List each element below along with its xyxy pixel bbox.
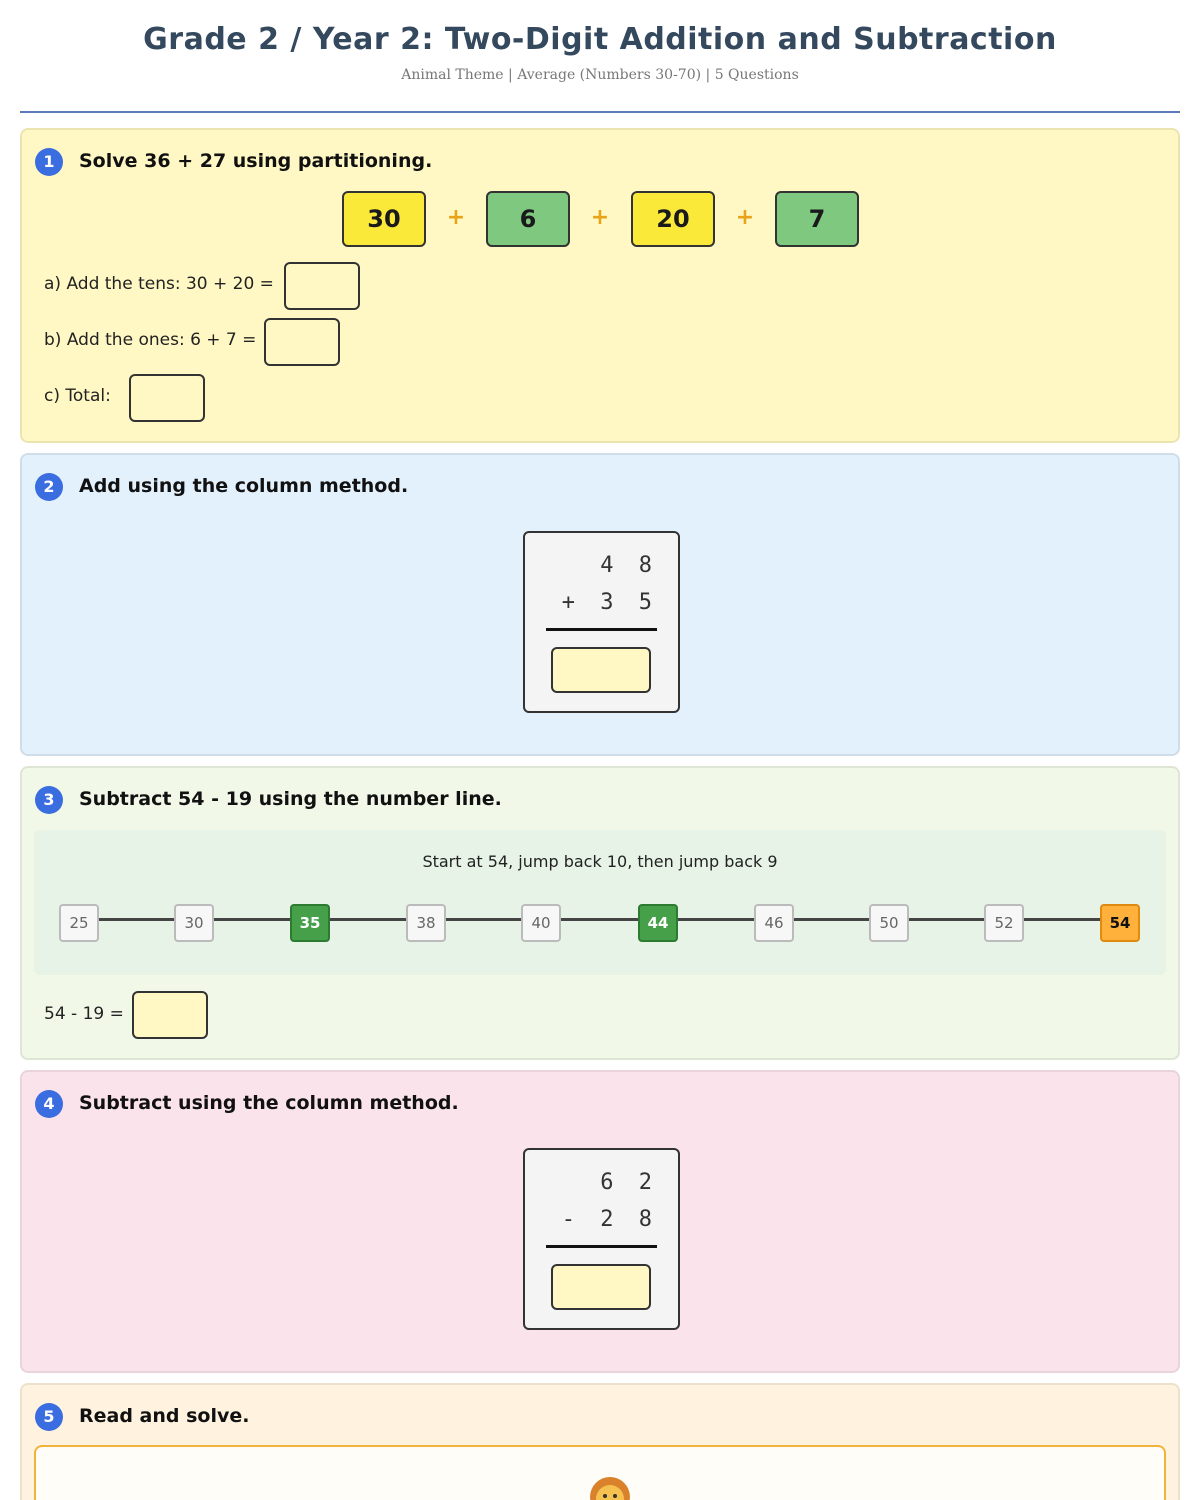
number-line-tick: 40 bbox=[521, 904, 561, 942]
answer-label: 54 - 19 = bbox=[44, 1004, 124, 1024]
question-text: Solve 36 + 27 using partitioning. bbox=[79, 150, 433, 172]
question-5-card: 5 Read and solve. bbox=[20, 1383, 1180, 1500]
number-line-caption: Start at 54, jump back 10, then jump bac… bbox=[422, 852, 778, 871]
partition-ones-box: 7 bbox=[775, 191, 859, 247]
question-2-card: 2 Add using the column method. 4 8 + 3 5 bbox=[20, 453, 1180, 756]
worksheet-header: Grade 2 / Year 2: Two-Digit Addition and… bbox=[20, 0, 1180, 113]
partition-tens-box: 30 bbox=[342, 191, 426, 247]
part-b-label: b) Add the ones: 6 + 7 = bbox=[44, 330, 257, 350]
page-subtitle: Animal Theme | Average (Numbers 30-70) |… bbox=[401, 67, 799, 83]
column-bottom-number: - 2 8 bbox=[561, 1207, 658, 1232]
question-text: Add using the column method. bbox=[79, 475, 409, 497]
number-line-tick: 50 bbox=[869, 904, 909, 942]
answer-box-b[interactable] bbox=[264, 318, 340, 366]
part-a-label: a) Add the tens: 30 + 20 = bbox=[44, 274, 274, 294]
partition-ones-box: 6 bbox=[486, 191, 570, 247]
number-line-tick: 30 bbox=[174, 904, 214, 942]
question-number-badge: 3 bbox=[35, 786, 63, 814]
question-text: Subtract using the column method. bbox=[79, 1092, 459, 1114]
number-line-panel: Start at 54, jump back 10, then jump bac… bbox=[34, 830, 1166, 975]
question-number-badge: 4 bbox=[35, 1090, 63, 1118]
question-3-card: 3 Subtract 54 - 19 using the number line… bbox=[20, 766, 1180, 1060]
number-line-answer-box[interactable] bbox=[132, 991, 208, 1039]
number-line-tick: 25 bbox=[59, 904, 99, 942]
answer-box-a[interactable] bbox=[284, 262, 360, 310]
column-addition: 4 8 + 3 5 bbox=[523, 531, 680, 713]
number-line-tick-highlight: 44 bbox=[638, 904, 678, 942]
question-number-badge: 2 bbox=[35, 473, 63, 501]
answer-box-total[interactable] bbox=[129, 374, 205, 422]
plus-sign: + bbox=[446, 205, 466, 230]
column-top-number: 6 2 bbox=[600, 1170, 658, 1195]
column-subtraction: 6 2 - 2 8 bbox=[523, 1148, 680, 1330]
column-top-number: 4 8 bbox=[600, 553, 658, 578]
number-line-tick: 52 bbox=[984, 904, 1024, 942]
column-rule bbox=[546, 1245, 657, 1248]
question-1-card: 1 Solve 36 + 27 using partitioning. 30 +… bbox=[20, 128, 1180, 443]
number-line-tick-highlight: 35 bbox=[290, 904, 330, 942]
number-line bbox=[84, 918, 1118, 921]
number-line-tick: 38 bbox=[406, 904, 446, 942]
word-problem-box bbox=[34, 1445, 1166, 1500]
plus-sign: + bbox=[590, 205, 610, 230]
column-bottom-number: + 3 5 bbox=[561, 590, 658, 615]
plus-sign: + bbox=[735, 205, 755, 230]
partition-tens-box: 20 bbox=[631, 191, 715, 247]
column-rule bbox=[546, 628, 657, 631]
question-4-card: 4 Subtract using the column method. 6 2 … bbox=[20, 1070, 1180, 1373]
question-text: Subtract 54 - 19 using the number line. bbox=[79, 788, 502, 810]
question-text: Read and solve. bbox=[79, 1405, 250, 1427]
number-line-tick: 46 bbox=[754, 904, 794, 942]
page-title: Grade 2 / Year 2: Two-Digit Addition and… bbox=[143, 22, 1057, 57]
part-c-label: c) Total: bbox=[44, 386, 111, 406]
number-line-tick-start: 54 bbox=[1100, 904, 1140, 942]
lion-icon bbox=[590, 1477, 630, 1500]
column-answer-box[interactable] bbox=[551, 1264, 651, 1310]
question-number-badge: 5 bbox=[35, 1403, 63, 1431]
question-number-badge: 1 bbox=[35, 148, 63, 176]
column-answer-box[interactable] bbox=[551, 647, 651, 693]
